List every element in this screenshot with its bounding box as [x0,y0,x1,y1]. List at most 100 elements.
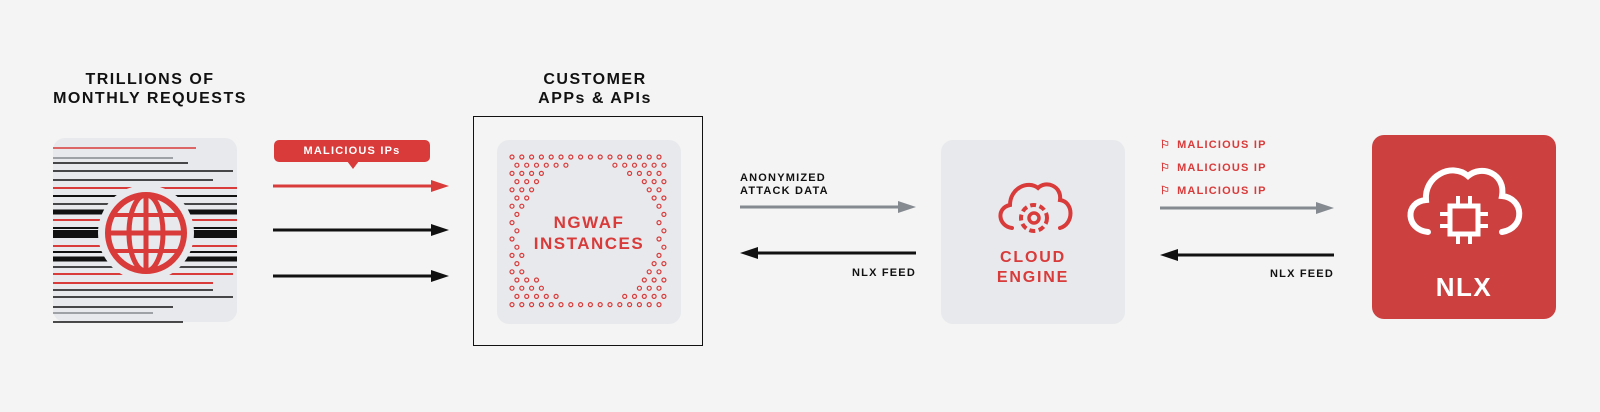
cloud-engine-line2: ENGINE [996,269,1070,286]
ngwaf-dot [636,285,643,291]
ngwaf-dot [509,236,515,242]
ngwaf-dot [661,162,667,168]
ngwaf-dot [626,154,633,160]
badge-pointer [347,161,359,169]
customer-boundary [473,116,703,346]
attack-data-arrow [740,201,916,213]
ngwaf-dot [651,179,657,185]
ngwaf-dot [651,293,657,299]
ngwaf-dot [543,162,549,168]
ngwaf-dot [538,170,545,176]
requests-title: TRILLIONS OF MONTHLY REQUESTS [40,70,260,108]
ngwaf-dot [641,277,647,283]
ngwaf-line2: INSTANCES [533,234,645,253]
cloud-engine-label: CLOUD ENGINE [941,248,1125,288]
ngwaf-dot [656,269,662,275]
ngwaf-dot [514,261,520,267]
ngwaf-dot [509,285,515,291]
ngwaf-dot [646,154,652,160]
ngwaf-dot [514,293,520,299]
flag-text: MALICIOUS IP [1177,162,1267,174]
ngwaf-dot [622,293,628,299]
ngwaf-dot [509,154,515,160]
ngwaf-dot [524,277,530,283]
ngwaf-dot [656,187,662,193]
inbound-arrows [273,180,449,282]
ngwaf-dot [646,187,652,193]
ngwaf-dot [533,277,540,283]
ngwaf-dot [563,162,569,168]
ngwaf-dot [626,170,633,176]
ngwaf-dot [558,302,564,308]
ngwaf-dot [661,244,667,250]
anon-line1: ANONYMIZED [740,172,826,184]
ngwaf-dot [656,154,662,160]
ngwaf-dot [548,154,554,160]
ngwaf-dot [519,302,525,308]
ngwaf-dot [524,179,530,185]
cloud-chip-icon [1407,167,1523,244]
request-arrow [273,224,449,236]
ngwaf-dot [528,285,535,291]
ngwaf-dot [631,162,638,168]
ngwaf-dot [587,154,594,160]
ngwaf-dot [651,261,657,267]
ngwaf-dot [538,302,545,308]
ngwaf-dot [524,293,530,299]
ngwaf-dot [656,302,662,308]
ngwaf-dot [548,302,554,308]
ngwaf-instances-label: NGWAF INSTANCES [497,212,681,254]
ngwaf-dot [568,302,574,308]
ngwaf-dot [528,170,535,176]
requests-title-line1: TRILLIONS OF [85,71,215,88]
flag-icon: ⚐ [1160,185,1172,197]
ngwaf-dot [656,170,662,176]
flag-icon: ⚐ [1160,139,1172,151]
ngwaf-dot [656,220,662,226]
ngwaf-dot [646,269,652,275]
flag-text: MALICIOUS IP [1177,139,1267,151]
ngwaf-dot [656,252,662,258]
ngwaf-dot [509,203,515,209]
ngwaf-dot [514,244,520,250]
customer-title-line2: APPs & APIs [538,90,652,107]
globe-icon [98,185,194,281]
nlx-feed-right-text: NLX FEED [1270,268,1334,280]
ngwaf-dot [514,277,520,283]
ngwaf-dot [514,179,520,185]
ngwaf-dot [519,170,525,176]
ngwaf-dot [514,228,520,234]
ngwaf-dot [528,187,535,193]
customer-title: CUSTOMER APPs & APIs [475,70,715,108]
ngwaf-dot [661,195,667,201]
ngwaf-dot [641,162,647,168]
ngwaf-dot [538,285,545,291]
ngwaf-dot [607,302,613,308]
ngwaf-dot [587,302,594,308]
ngwaf-dot [514,211,520,217]
ngwaf-dot [617,154,623,160]
ngwaf-dot [656,285,662,291]
ngwaf-dot [636,154,643,160]
nlx-text: NLX [1435,272,1493,302]
ngwaf-dot [651,162,657,168]
ngwaf-dot [533,179,540,185]
ngwaf-dot [622,162,628,168]
ngwaf-dot [626,302,633,308]
ngwaf-dot [538,154,545,160]
ngwaf-dot [533,162,540,168]
nlx-feed-label-right: NLX FEED [1220,268,1334,281]
requests-title-line2: MONTHLY REQUESTS [53,90,247,107]
ngwaf-dot [636,302,643,308]
ngwaf-dot [509,302,515,308]
right-arrows [1160,202,1334,261]
malicious-ip-flags: ⚐MALICIOUS IP ⚐MALICIOUS IP ⚐MALICIOUS I… [1160,139,1267,208]
ngwaf-dot [661,261,667,267]
nlx-feed-arrow [740,247,916,259]
ngwaf-dot [528,154,535,160]
ngwaf-tile [497,140,681,324]
ngwaf-dot [519,252,525,258]
nlx-tile [1372,135,1556,319]
ngwaf-dot [524,195,530,201]
